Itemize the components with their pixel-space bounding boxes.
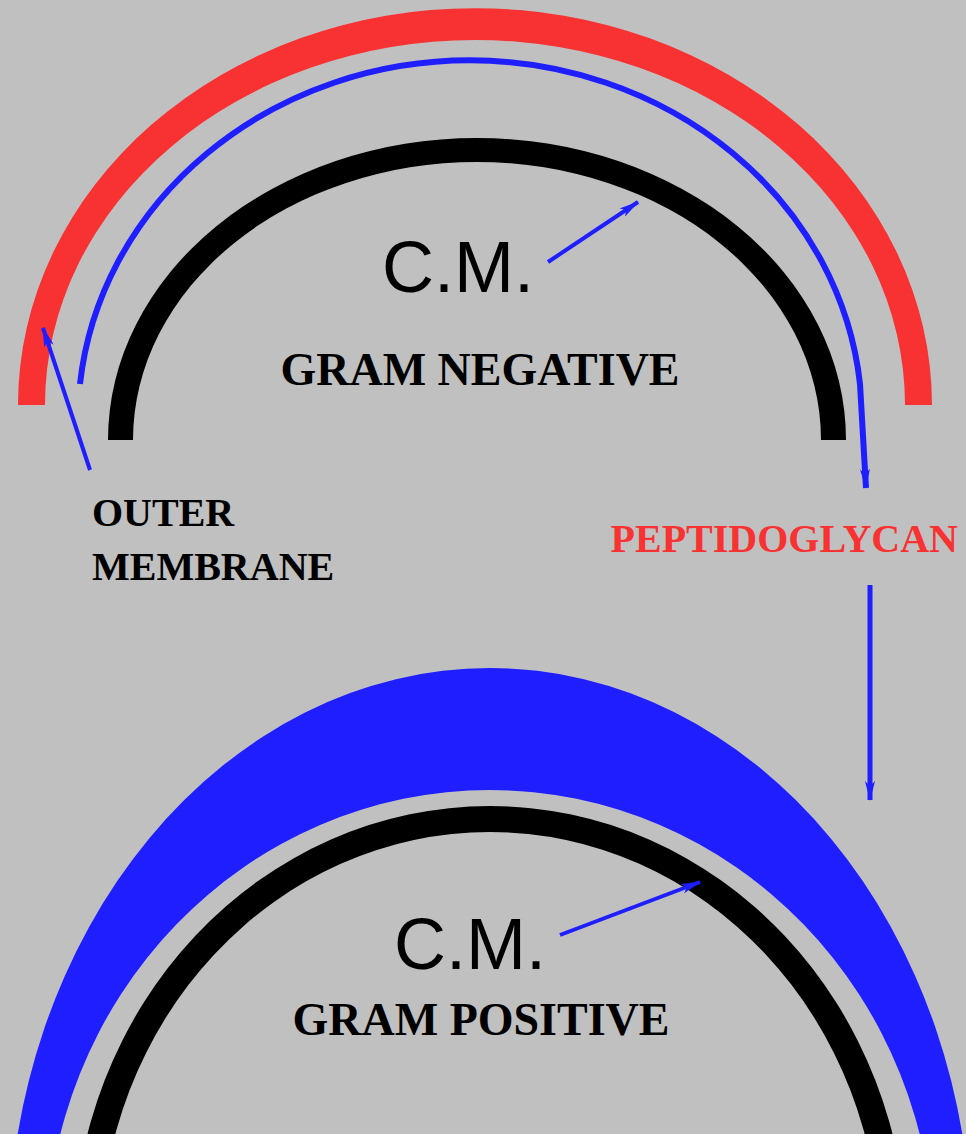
group-title: GRAM NEGATIVE: [280, 344, 679, 397]
peptidoglycan-layer: [80, 60, 866, 488]
cytoplasmic-membrane-band: [108, 138, 846, 440]
leader-arrow: [548, 202, 638, 262]
membrane-label: C.M.: [394, 903, 546, 986]
group-title: GRAM POSITIVE: [293, 994, 670, 1047]
leader-arrow: [43, 328, 90, 470]
membrane-label: C.M.: [382, 226, 534, 309]
cytoplasmic-membrane-band: [73, 806, 907, 1134]
leader-arrow: [868, 585, 873, 800]
peptidoglycan-band: [8, 668, 966, 1134]
leader-arrow: [560, 882, 700, 935]
part-label: PEPTIDOGLYCAN: [611, 516, 958, 562]
part-label: OUTER MEMBRANE: [92, 486, 392, 594]
